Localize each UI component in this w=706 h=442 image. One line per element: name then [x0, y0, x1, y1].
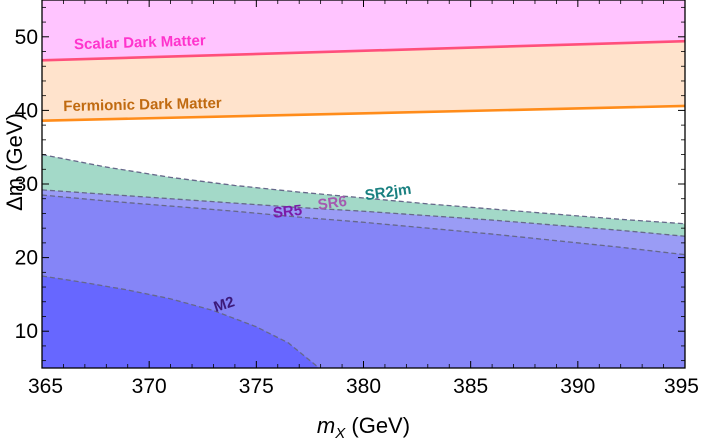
y-axis: 10 20 30 40 50 [15, 6, 685, 362]
plot-layers [42, 0, 685, 368]
x-tick-label: 395 [664, 375, 699, 398]
label-sr2jm: SR2jm [364, 181, 413, 204]
y-axis-title: Δm (GeV) [2, 113, 27, 211]
y-tick-label: 40 [15, 99, 38, 122]
y-tick-label: 20 [15, 247, 38, 270]
boundary-sr5 [42, 194, 685, 256]
x-axis-title-symbol: m [317, 413, 335, 438]
y-tick-label: 10 [15, 320, 38, 343]
label-scalar-dark-matter: Scalar Dark Matter [74, 32, 206, 53]
x-tick-label: 365 [28, 375, 63, 398]
x-axis-title-unit: (GeV) [345, 413, 410, 438]
boundary-sr6 [42, 189, 685, 237]
boundary-m2 [42, 275, 319, 368]
label-sr6: SR6 [317, 193, 348, 214]
x-axis-title-subscript: X [334, 425, 346, 442]
label-fermionic-dark-matter: Fermionic Dark Matter [63, 95, 222, 115]
x-axis: 365 370 375 380 385 390 395 [28, 0, 699, 398]
y-tick-label: 50 [15, 26, 38, 49]
band-fermionic-dark-matter [42, 41, 685, 121]
x-tick-label: 380 [346, 375, 381, 398]
x-axis-title: mX (GeV) [317, 413, 410, 442]
label-sr5: SR5 [272, 202, 303, 222]
line-fermionic-dark-matter [42, 104, 685, 122]
x-tick-label: 390 [560, 375, 595, 398]
label-m2: M2 [212, 293, 237, 316]
x-tick-label: 385 [453, 375, 488, 398]
region-m2 [42, 276, 319, 368]
y-tick-label: 30 [15, 173, 38, 196]
x-tick-label: 370 [132, 375, 167, 398]
plot-area [42, 0, 685, 368]
boundary-sr2jm [42, 153, 685, 225]
line-scalar-dark-matter [42, 39, 685, 62]
x-tick-label: 375 [239, 375, 274, 398]
